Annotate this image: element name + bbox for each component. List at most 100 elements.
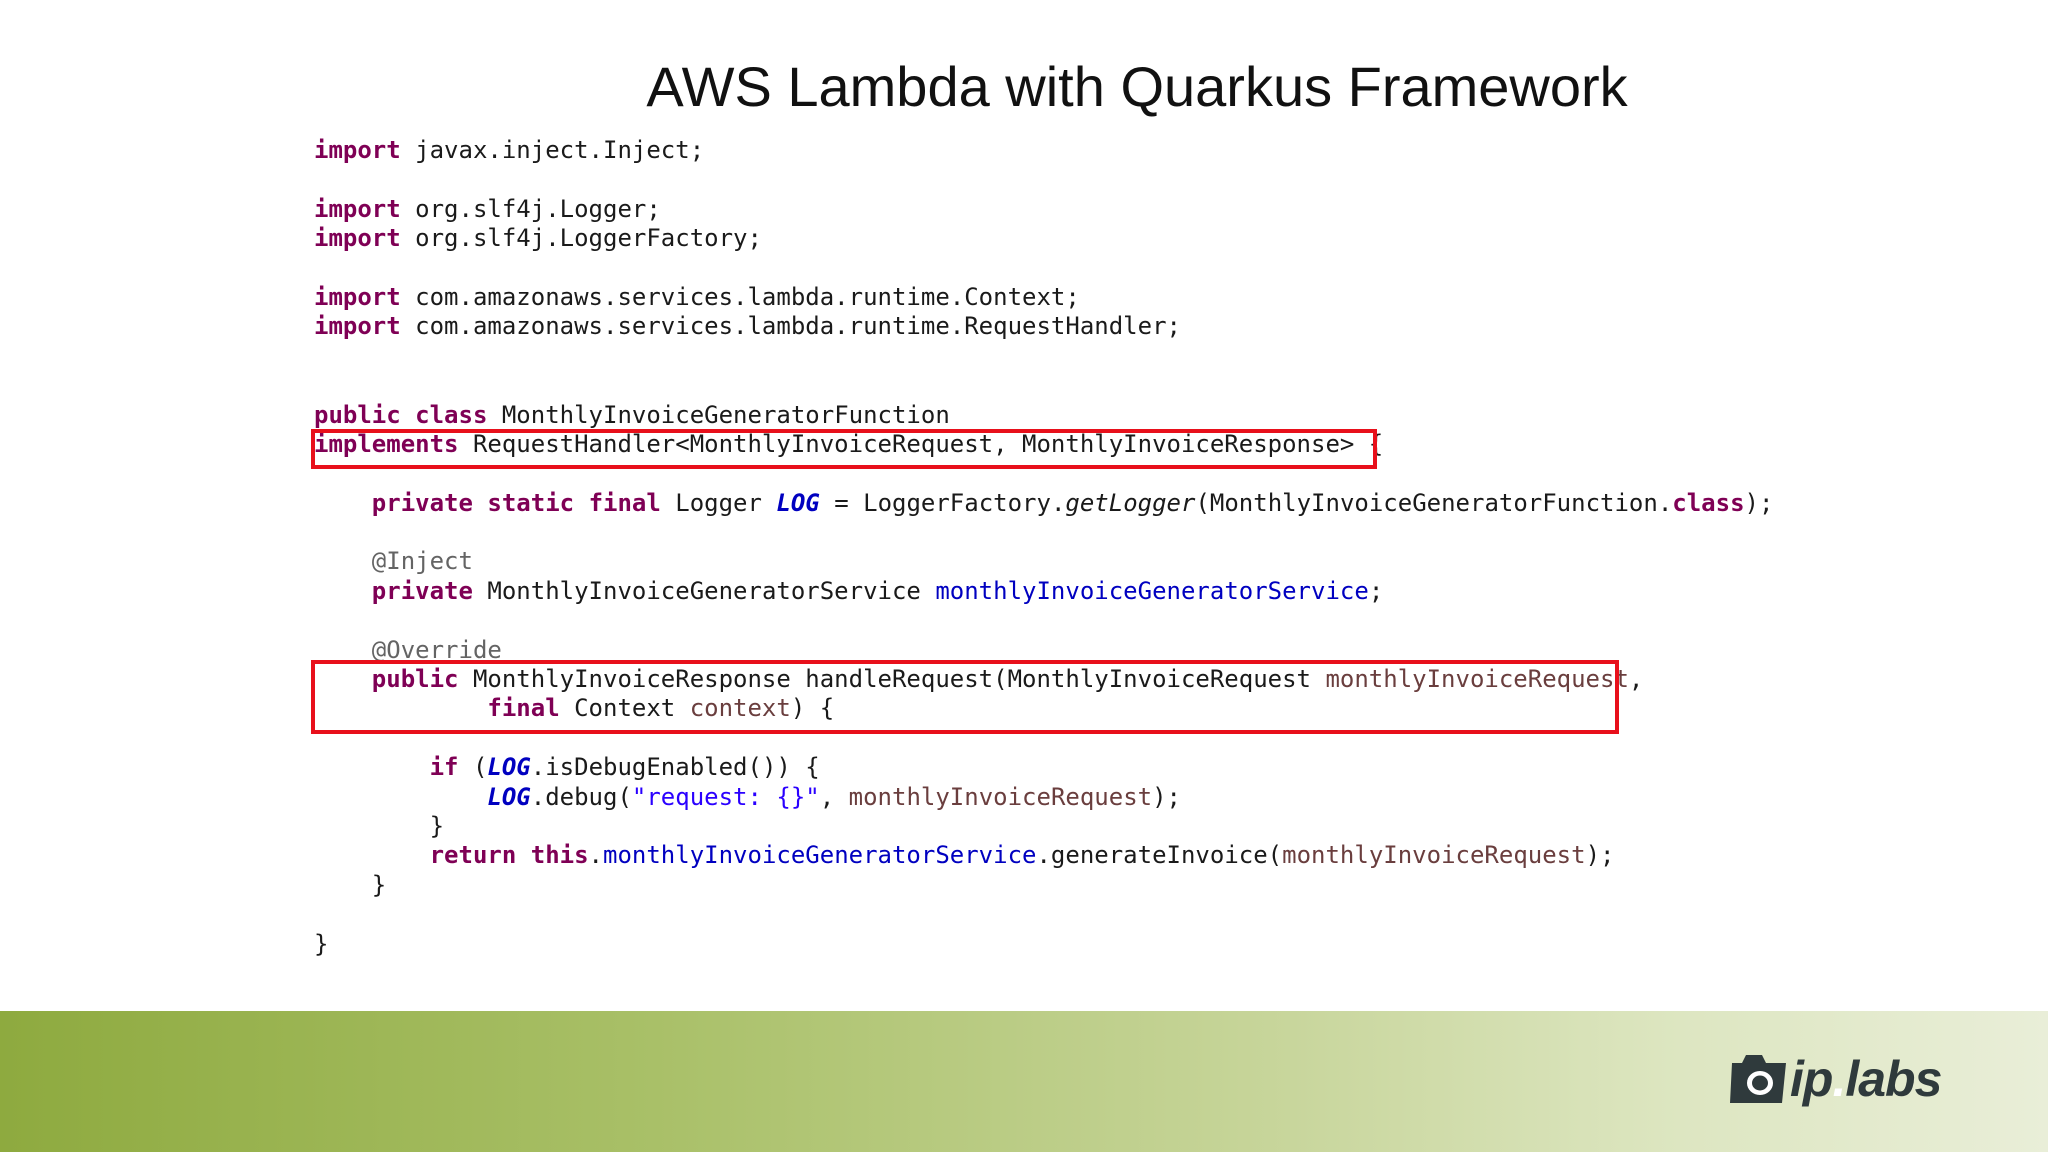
- code-token: (: [458, 753, 488, 782]
- code-line: [314, 254, 2014, 283]
- code-token: monthlyInvoiceRequest: [1282, 841, 1586, 870]
- code-token: LOG: [776, 488, 820, 517]
- code-token: [314, 547, 372, 575]
- code-token: ) {: [790, 694, 835, 723]
- code-token: monthlyInvoiceRequest: [1325, 665, 1629, 694]
- code-token: @Inject: [371, 547, 473, 576]
- code-token: );: [1744, 488, 1774, 517]
- code-line: if (LOG.isDebugEnabled()) {: [314, 753, 2014, 782]
- code-line: private static final Logger LOG = Logger…: [314, 489, 2014, 518]
- code-token: org.slf4j.LoggerFactory;: [400, 224, 762, 253]
- code-token: import: [314, 136, 401, 164]
- highlight-box-handle-request: [311, 660, 1619, 734]
- code-token: Logger: [660, 488, 777, 517]
- code-token: );: [1585, 841, 1615, 870]
- code-token: com.amazonaws.services.lambda.runtime.Re…: [400, 312, 1181, 341]
- code-line: LOG.debug("request: {}", monthlyInvoiceR…: [314, 783, 2014, 812]
- code-line: implements RequestHandler<MonthlyInvoice…: [314, 430, 2014, 459]
- code-line: final Context context) {: [314, 694, 2014, 723]
- code-token: [314, 577, 372, 605]
- code-token: public: [371, 665, 459, 694]
- highlight-box-implements: [311, 429, 1377, 469]
- code-line: [314, 900, 2014, 929]
- code-token: "request: {}": [631, 782, 820, 811]
- iplabs-logo: ip.labs: [1728, 1048, 1942, 1110]
- code-line: import com.amazonaws.services.lambda.run…: [314, 312, 2014, 341]
- code-line: import com.amazonaws.services.lambda.run…: [314, 283, 2014, 312]
- code-token: monthlyInvoiceRequest: [848, 782, 1153, 811]
- code-token: class: [415, 400, 488, 429]
- code-token: .isDebugEnabled()) {: [530, 753, 820, 782]
- camera-icon: [1730, 1055, 1786, 1103]
- code-token: [516, 841, 530, 869]
- code-token: [473, 489, 487, 517]
- code-token: MonthlyInvoiceGeneratorService: [472, 576, 936, 605]
- code-token: [574, 489, 588, 517]
- code-line: public class MonthlyInvoiceGeneratorFunc…: [314, 401, 2014, 430]
- logo-text-main: ip: [1790, 1051, 1833, 1107]
- code-token: final: [588, 488, 661, 517]
- code-line: [314, 606, 2014, 635]
- code-line: }: [314, 812, 2014, 841]
- code-token: ,: [1628, 665, 1644, 694]
- code-token: RequestHandler<MonthlyInvoiceRequest, Mo…: [458, 429, 1384, 458]
- code-line: [314, 371, 2014, 400]
- code-token: context: [689, 694, 791, 723]
- code-token: LOG: [487, 753, 531, 782]
- code-token: .generateInvoice(: [1036, 841, 1283, 870]
- code-token: import: [314, 194, 401, 223]
- code-line: import org.slf4j.LoggerFactory;: [314, 224, 2014, 253]
- code-token: Context: [559, 694, 690, 723]
- code-token: public: [314, 400, 401, 429]
- code-line: import org.slf4j.Logger;: [314, 195, 2014, 224]
- code-line: @Override: [314, 636, 2014, 665]
- code-token: }: [314, 811, 445, 840]
- code-token: implements: [314, 429, 459, 458]
- code-line: [314, 342, 2014, 371]
- logo-text-dot: .: [1832, 1051, 1846, 1107]
- code-token: }: [314, 870, 387, 899]
- code-token: MonthlyInvoiceGeneratorFunction: [487, 400, 950, 429]
- logo-wordmark: ip.labs: [1790, 1050, 1942, 1108]
- code-token: final: [487, 694, 560, 723]
- code-line: }: [314, 930, 2014, 959]
- code-token: getLogger: [1065, 488, 1196, 517]
- code-line: }: [314, 871, 2014, 900]
- code-token: = LoggerFactory.: [819, 488, 1066, 517]
- code-token: import: [314, 312, 401, 341]
- code-line: public MonthlyInvoiceResponse handleRequ…: [314, 665, 2014, 694]
- code-token: LOG: [487, 782, 531, 811]
- code-line: @Inject: [314, 547, 2014, 576]
- code-token: .debug(: [530, 782, 632, 811]
- code-token: com.amazonaws.services.lambda.runtime.Co…: [400, 282, 1080, 311]
- code-token: ;: [1368, 576, 1384, 605]
- code-line: private MonthlyInvoiceGeneratorService m…: [314, 577, 2014, 606]
- code-token: return: [429, 841, 517, 870]
- code-line: return this.monthlyInvoiceGeneratorServi…: [314, 841, 2014, 870]
- code-token: class: [1672, 488, 1745, 517]
- code-token: private: [371, 576, 473, 605]
- code-token: private: [371, 488, 473, 517]
- footer-band: [0, 1011, 2048, 1152]
- logo-text-end: labs: [1845, 1051, 1942, 1107]
- code-token: [314, 489, 372, 517]
- code-token: [314, 783, 487, 811]
- code-block: import javax.inject.Inject;import org.sl…: [314, 136, 2014, 959]
- code-token: MonthlyInvoiceResponse handleRequest(Mon…: [458, 665, 1326, 694]
- code-token: @Override: [371, 635, 502, 664]
- code-token: import: [314, 282, 401, 311]
- code-token: monthlyInvoiceGeneratorService: [603, 841, 1037, 870]
- code-token: [314, 841, 430, 869]
- code-token: [401, 401, 415, 429]
- code-token: static: [487, 488, 575, 517]
- code-token: .: [588, 841, 603, 870]
- code-line: [314, 165, 2014, 194]
- code-token: monthlyInvoiceGeneratorService: [935, 576, 1369, 605]
- code-token: (MonthlyInvoiceGeneratorFunction.: [1195, 488, 1673, 517]
- code-token: ,: [819, 782, 849, 811]
- code-line: [314, 518, 2014, 547]
- code-token: );: [1152, 782, 1181, 811]
- code-token: import: [314, 224, 401, 253]
- slide-title: AWS Lambda with Quarkus Framework: [646, 55, 1628, 118]
- code-token: javax.inject.Inject;: [400, 136, 705, 164]
